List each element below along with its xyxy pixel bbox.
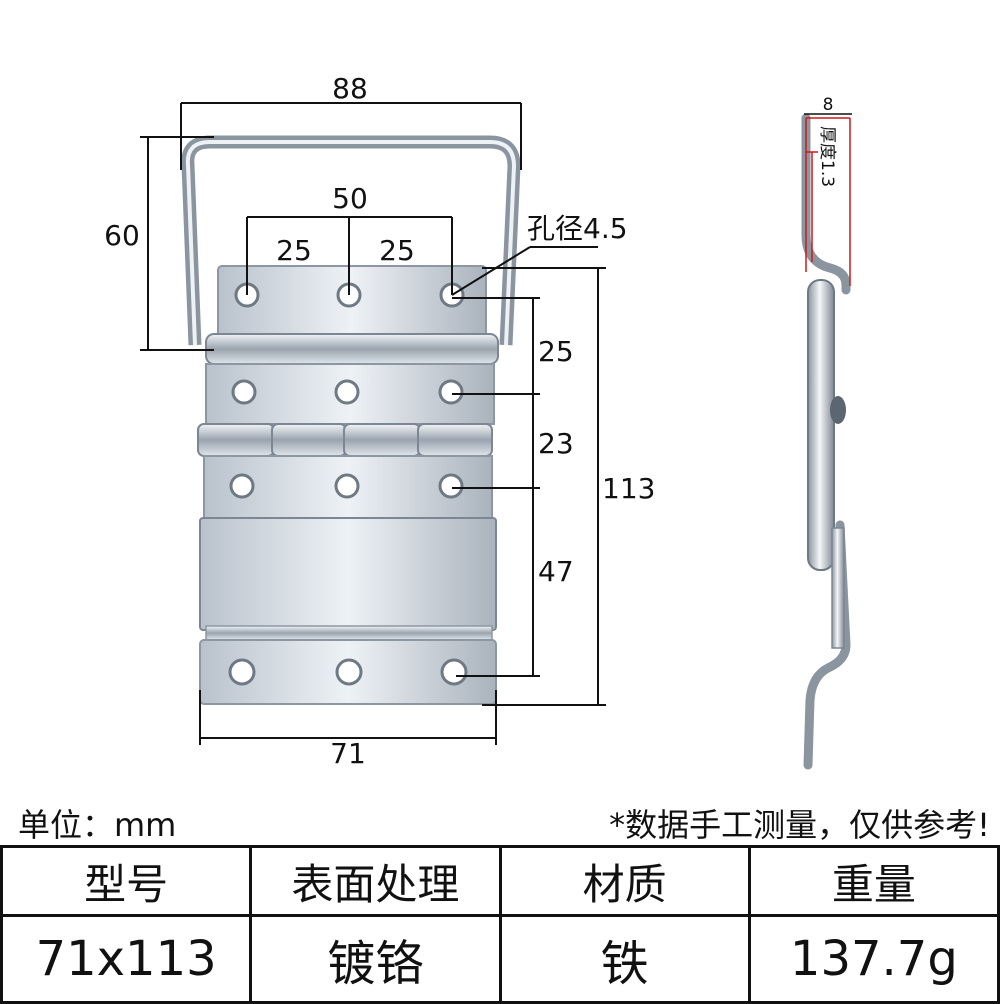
handle-pivot-roll	[205, 333, 499, 365]
dim-hole-diameter: 孔径4.5	[527, 212, 628, 245]
dim-total-height: 113	[602, 472, 655, 505]
value-model: 71x113	[0, 914, 253, 1004]
hinge-side-view	[801, 113, 852, 770]
hinge-front-view	[181, 135, 521, 705]
side-measure-markers	[805, 117, 851, 286]
side-top-width: 8	[823, 95, 834, 115]
side-lower-bracket	[831, 527, 845, 649]
hinge-knuckles	[197, 423, 493, 457]
spec-table-header-row: 型号 表面处理 材质 重量	[0, 845, 1000, 917]
value-material: 铁	[498, 914, 751, 1004]
dim-gap-top: 25	[538, 335, 574, 368]
dim-gap-bottom: 47	[538, 555, 574, 588]
measurement-note: *数据手工测量，仅供参考!	[609, 806, 990, 844]
dim-height-handle: 60	[104, 219, 140, 252]
header-weight: 重量	[747, 845, 1000, 917]
dimension-lines	[140, 102, 606, 745]
raised-section	[199, 517, 497, 631]
header-surface-treatment: 表面处理	[249, 845, 502, 917]
dim-width-bottom: 71	[330, 737, 366, 770]
dim-hole-pitch-right: 25	[379, 234, 415, 267]
value-weight: 137.7g	[747, 914, 1000, 1004]
dim-gap-mid: 23	[538, 427, 574, 460]
spec-table-value-row: 71x113 镀铬 铁 137.7g	[0, 914, 1000, 1004]
dim-hole-pitch-left: 25	[276, 234, 312, 267]
dim-width-top: 88	[332, 72, 368, 105]
side-thickness-label: 厚度1.3	[817, 126, 837, 187]
hinge-technical-drawing: 88 60 50 25 25 孔径4.5 25 23 47 113 71 8 厚…	[104, 72, 852, 770]
value-surface-treatment: 镀铬	[249, 914, 502, 1004]
side-handle-bar	[807, 279, 835, 571]
dim-hole-span: 50	[332, 182, 368, 215]
spec-table: 型号 表面处理 材质 重量 71x113 镀铬 铁 137.7g	[0, 845, 1000, 1004]
unit-label: 单位：mm	[18, 806, 177, 844]
header-material: 材质	[498, 845, 751, 917]
header-model: 型号	[0, 845, 253, 917]
